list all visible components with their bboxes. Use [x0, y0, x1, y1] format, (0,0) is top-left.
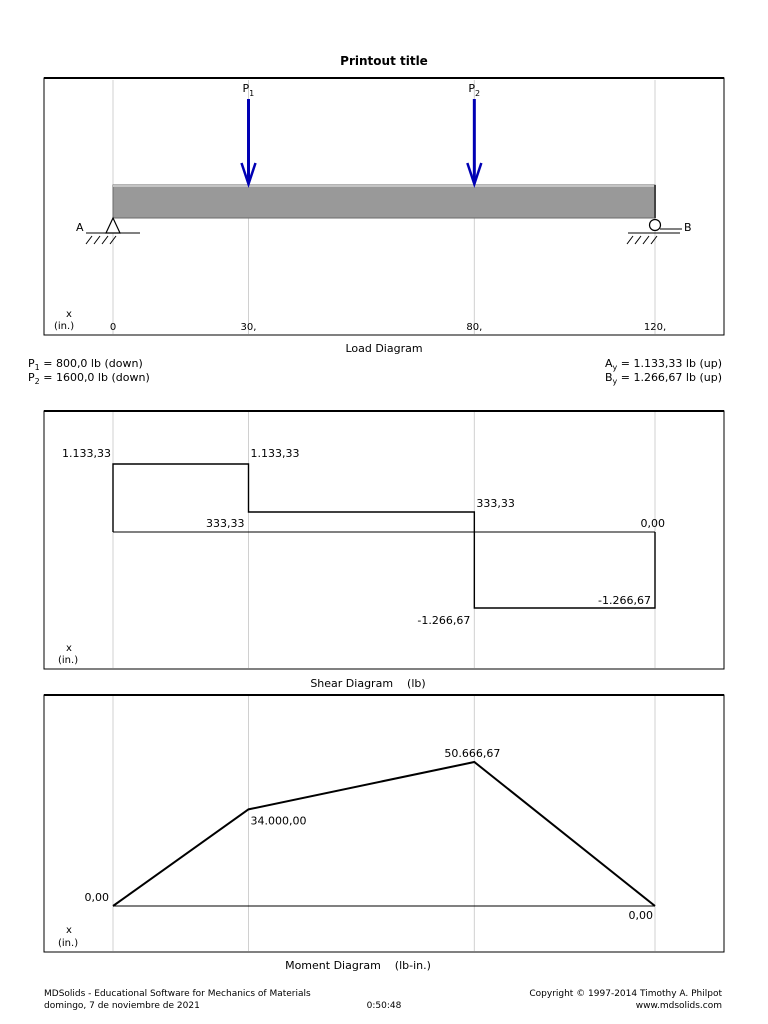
- moment-value-label: 0,00: [85, 891, 110, 904]
- shear-x-label: x: [66, 643, 72, 654]
- moment-gridlines: [112, 696, 656, 951]
- load-x-unit: (in.): [54, 321, 74, 332]
- load-diagram-caption: Load Diagram: [345, 342, 422, 355]
- applied-load-0: P1 = 800,0 lb (down): [28, 357, 143, 372]
- load-diagram: A B P1 P2 x (in.) 0 30, 80, 120, Load Diagra…: [28, 77, 725, 386]
- moment-curve: [112, 760, 656, 907]
- shear-diagram-caption: Shear Diagram (lb): [310, 677, 425, 690]
- footer-time: 0:50:48: [367, 1001, 402, 1011]
- load-frame: [43, 77, 725, 336]
- moment-x-label: x: [66, 925, 72, 936]
- pin-support-a: [85, 216, 140, 245]
- moment-x-unit: (in.): [58, 938, 78, 949]
- footer-copyright: Copyright © 1997-2014 Timothy A. Philpot: [529, 989, 722, 999]
- shear-value-label: 333,33: [206, 517, 245, 530]
- load-label-0: P1: [243, 82, 255, 98]
- moment-caption-text: Moment Diagram: [285, 959, 381, 972]
- reaction-1: By = 1.266,67 lb (up): [605, 371, 722, 386]
- moment-value-label: 50.666,67: [444, 747, 500, 760]
- shear-caption-text: Shear Diagram: [310, 677, 393, 690]
- footer-date: domingo, 7 de noviembre de 2021: [44, 1001, 200, 1011]
- footer-software: MDSolids - Educational Software for Mech…: [44, 989, 311, 999]
- shear-value-label: -1.266,67: [598, 594, 651, 607]
- load-arrow-head-1: [466, 162, 483, 188]
- x-tick-label: 30,: [241, 322, 257, 333]
- shear-value-label: -1.266,67: [417, 614, 470, 627]
- load-label-1: P2: [468, 82, 480, 98]
- load-arrow-head-0: [240, 162, 257, 188]
- moment-value-labels: 0,00 34.000,00 50.666,67 0,00: [85, 747, 654, 922]
- shear-caption-unit: (lb): [407, 677, 426, 690]
- moment-diagram-caption: Moment Diagram (lb-in.): [285, 959, 431, 972]
- moment-value-label: 34.000,00: [251, 814, 307, 827]
- applied-load-1: P2 = 1600,0 lb (down): [28, 371, 150, 386]
- reaction-0: Ay = 1.133,33 lb (up): [605, 357, 722, 372]
- shear-value-label: 0,00: [641, 517, 666, 530]
- x-tick-label: 0: [110, 322, 116, 333]
- shear-frame: [43, 410, 725, 670]
- printout-title: Printout title: [340, 54, 428, 68]
- support-label-a: A: [76, 221, 84, 234]
- x-tick-label: 80,: [466, 322, 482, 333]
- footer: MDSolids - Educational Software for Mech…: [44, 989, 722, 1011]
- moment-frame: [43, 694, 725, 953]
- shear-value-label: 333,33: [476, 497, 515, 510]
- shear-value-label: 1.133,33: [62, 447, 111, 460]
- load-tick-labels: 0 30, 80, 120,: [110, 322, 666, 333]
- shear-diagram: 1.133,33 1.133,33 333,33 333,33 0,00 -1.266,6…: [43, 410, 725, 690]
- load-summary: P1 = 800,0 lb (down)P2 = 1600,0 lb (down…: [28, 357, 722, 386]
- load-arrows: P1 P2: [240, 82, 483, 188]
- shear-gridlines: [112, 412, 656, 668]
- moment-value-label: 0,00: [629, 909, 654, 922]
- beam: [112, 184, 656, 219]
- x-tick-label: 120,: [644, 322, 666, 333]
- load-x-label: x: [66, 309, 72, 320]
- moment-caption-unit: (lb-in.): [395, 959, 431, 972]
- shear-value-labels: 1.133,33 1.133,33 333,33 333,33 0,00 -1.266,6…: [62, 447, 665, 627]
- roller-support-b: [626, 218, 680, 245]
- shear-x-unit: (in.): [58, 655, 78, 666]
- footer-website: www.mdsolids.com: [636, 1001, 722, 1011]
- shear-value-label: 1.133,33: [251, 447, 300, 460]
- support-label-b: B: [684, 221, 692, 234]
- shear-curve: [112, 463, 656, 609]
- moment-diagram: 0,00 34.000,00 50.666,67 0,00 x (in.) Momen…: [43, 694, 725, 972]
